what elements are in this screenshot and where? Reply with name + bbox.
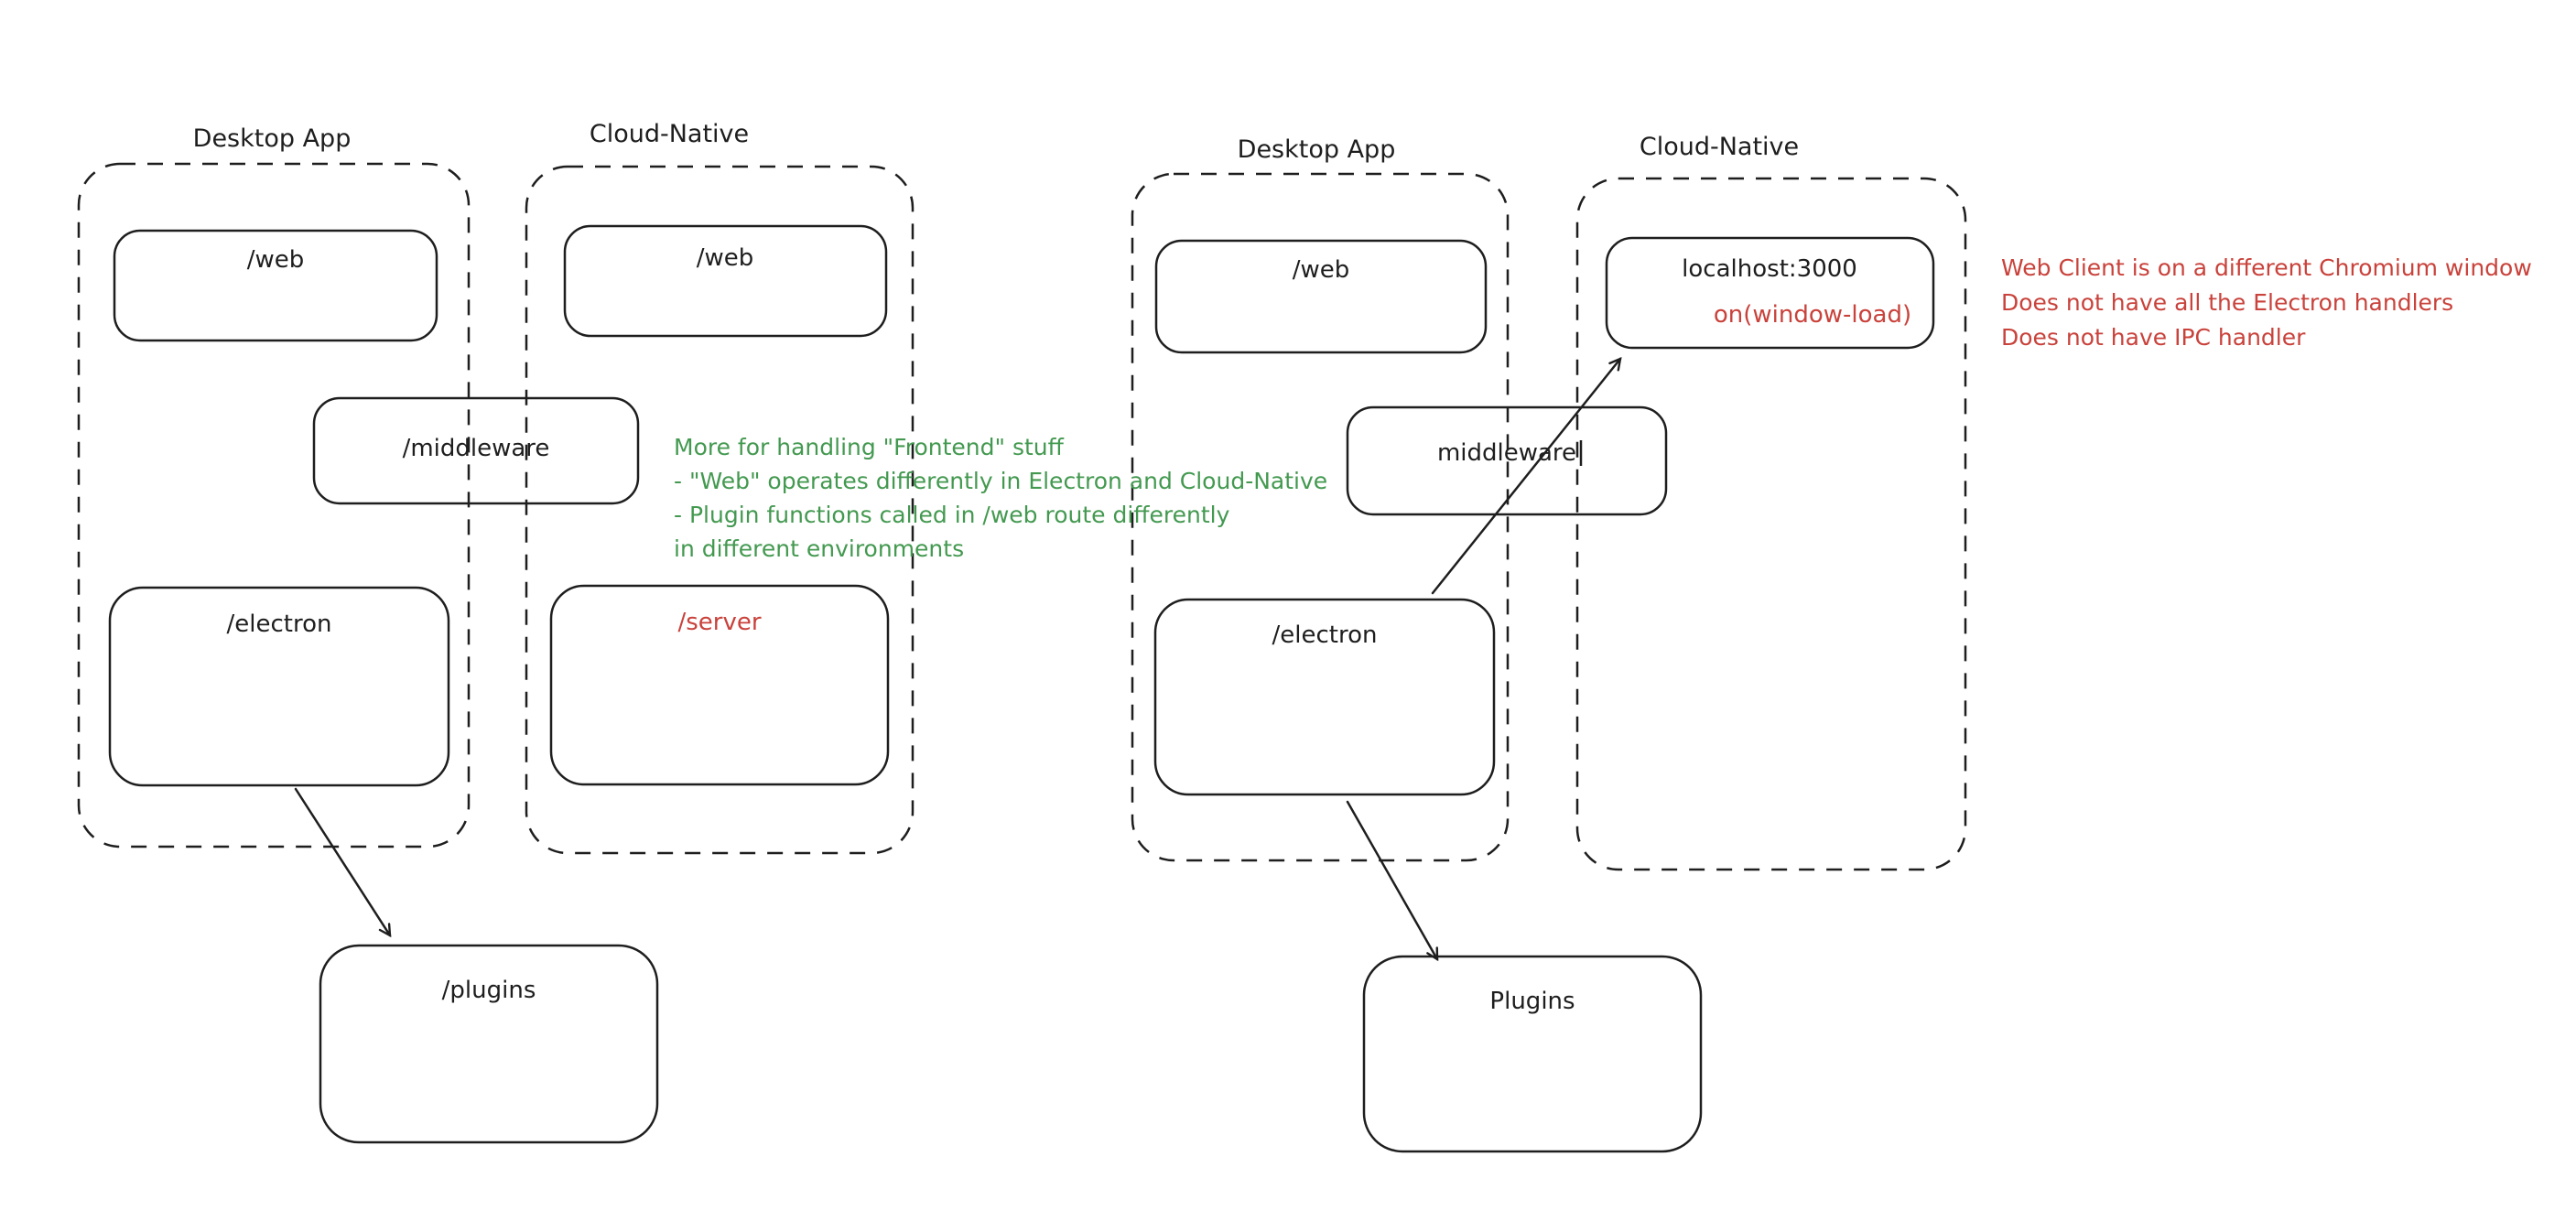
label-plugins-left[interactable]: /plugins — [441, 977, 536, 1004]
label-web-left-cloud[interactable]: /web — [696, 244, 754, 272]
group-label-cloud-native-right[interactable]: Cloud-Native — [1639, 133, 1800, 161]
label-electron-left[interactable]: /electron — [226, 611, 332, 638]
note-line: Does not have IPC handler — [2001, 324, 2306, 351]
box-plugins-left[interactable] — [319, 944, 659, 1144]
box-web-left-desktop[interactable] — [113, 229, 438, 342]
note-line: - Plugin functions called in /web route … — [674, 502, 1230, 528]
label-middleware-right[interactable]: middleware — [1436, 439, 1577, 467]
group-label-desktop-app-right[interactable]: Desktop App — [1237, 135, 1396, 164]
note-line: Web Client is on a different Chromium wi… — [2001, 254, 2532, 281]
label-web-right-desktop[interactable]: /web — [1292, 256, 1350, 284]
box-web-left-cloud[interactable] — [563, 224, 888, 338]
label-localhost-subtitle[interactable]: on(window-load) — [1713, 301, 1912, 329]
box-electron-left[interactable] — [108, 586, 450, 787]
label-localhost-title[interactable]: localhost:3000 — [1682, 255, 1857, 283]
box-electron-right[interactable] — [1153, 598, 1496, 796]
arrow-electron-right-to-localhost[interactable] — [1431, 357, 1622, 595]
note-line: in different environments — [674, 535, 965, 562]
group-frame-cloud-native-right[interactable] — [1575, 177, 1967, 871]
label-plugins-right[interactable]: Plugins — [1489, 988, 1575, 1015]
box-middleware-right[interactable] — [1346, 405, 1668, 516]
label-web-left-desktop[interactable]: /web — [246, 246, 305, 274]
box-plugins-right[interactable] — [1362, 955, 1703, 1153]
group-label-cloud-native-left[interactable]: Cloud-Native — [589, 120, 750, 148]
group-frame-desktop-app-left[interactable] — [77, 162, 471, 848]
note-web-client-warning[interactable]: Web Client is on a different Chromium wi… — [2001, 251, 2532, 355]
group-frame-cloud-native-left[interactable] — [525, 165, 915, 855]
group-frame-desktop-app-right[interactable] — [1131, 172, 1510, 862]
note-line: - "Web" operates differently in Electron… — [674, 468, 1328, 494]
arrow-electron-right-to-plugins[interactable] — [1346, 800, 1439, 962]
label-middleware-left[interactable]: /middleware — [402, 435, 550, 462]
label-electron-right[interactable]: /electron — [1272, 621, 1378, 649]
box-server[interactable] — [549, 584, 890, 786]
label-server[interactable]: /server — [677, 609, 762, 636]
box-middleware-left[interactable] — [312, 396, 640, 505]
arrow-electron-left-to-plugins[interactable] — [294, 787, 392, 938]
box-web-right-desktop[interactable] — [1154, 239, 1488, 354]
note-line: More for handling "Frontend" stuff — [674, 434, 1064, 460]
box-localhost[interactable] — [1605, 236, 1935, 350]
note-line: Does not have all the Electron handlers — [2001, 289, 2454, 316]
note-middleware-explanation[interactable]: More for handling "Frontend" stuff - "We… — [674, 430, 1327, 566]
group-label-desktop-app-left[interactable]: Desktop App — [192, 124, 352, 153]
